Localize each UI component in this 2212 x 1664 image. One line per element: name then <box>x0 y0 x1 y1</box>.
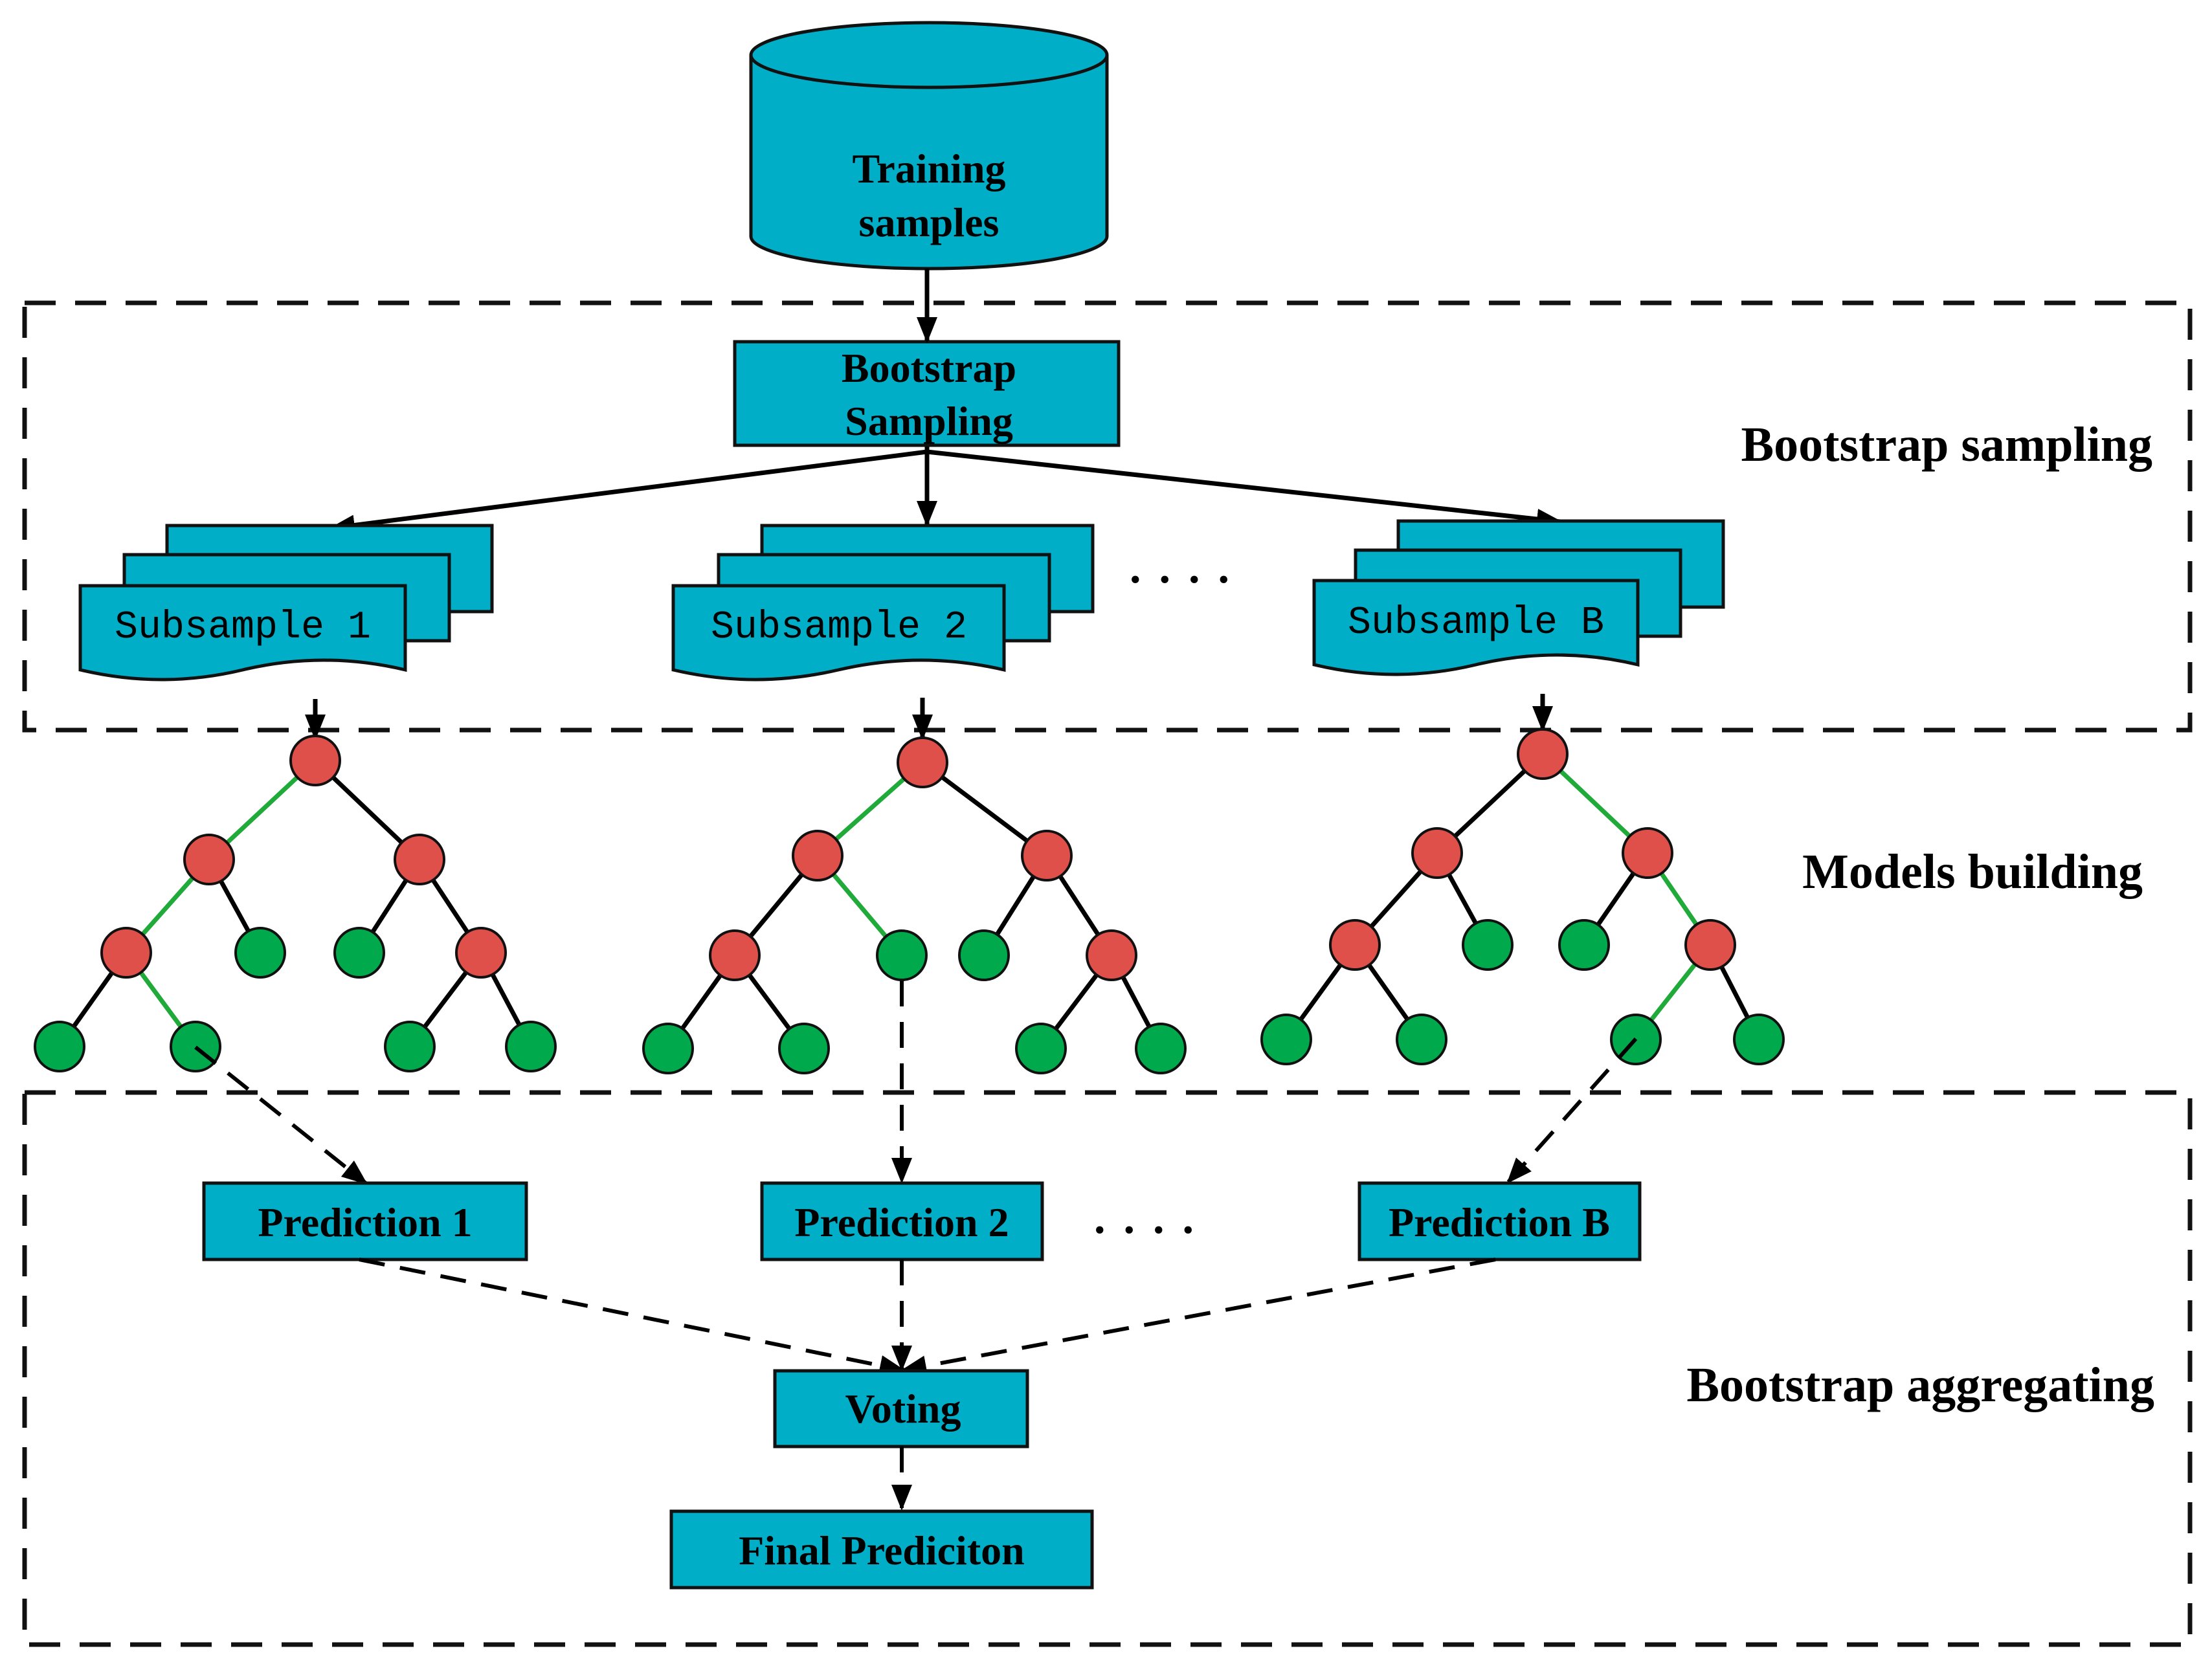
subsample-1-label: Subsample 1 <box>115 606 371 650</box>
tree-b <box>1260 728 1785 1065</box>
tree-1-leaf-node-10 <box>505 1021 557 1072</box>
decision-trees <box>34 728 1785 1074</box>
tree-2-split-node-0 <box>897 737 948 788</box>
training-samples-database: Training samples <box>749 21 1109 271</box>
prediction-1-label: Prediction 1 <box>258 1199 472 1245</box>
training-samples-label-2: samples <box>859 199 1000 245</box>
tree-b-split-node-6 <box>1684 919 1736 971</box>
bootstrap-box-label-1: Bootstrap <box>842 345 1016 391</box>
prediction-b-label: Prediction B <box>1389 1199 1610 1245</box>
tree-2-leaf-node-8 <box>778 1023 830 1074</box>
tree-b-split-node-3 <box>1329 919 1381 971</box>
training-samples-label-1: Training <box>852 146 1005 192</box>
tree-1-split-node-1 <box>183 834 235 885</box>
subsample-b-stack: Subsample B <box>1312 519 1725 676</box>
arrow-prediction-b-to-voting <box>900 1258 1496 1377</box>
prediction-ellipsis: .... <box>1094 1193 1212 1243</box>
tree-1 <box>34 735 557 1072</box>
tree-1-split-node-6 <box>455 927 507 979</box>
tree-1-leaf-node-8 <box>170 1021 221 1072</box>
arrow-tree-1-to-prediction-1 <box>194 1045 368 1185</box>
bootstrap-sampling-box: Bootstrap Sampling <box>733 340 1121 447</box>
tree-b-leaf-node-10 <box>1733 1014 1785 1065</box>
arrow-bootstrap-to-subsample-b <box>926 449 1563 529</box>
prediction-b-box: Prediction B <box>1357 1181 1642 1261</box>
subsample-2-label: Subsample 2 <box>711 606 967 650</box>
section-label-bootstrap-aggregating: Bootstrap aggregating <box>1686 1358 2154 1412</box>
prediction-1-box: Prediction 1 <box>202 1181 528 1261</box>
tree-2-leaf-node-9 <box>1015 1023 1067 1074</box>
tree-1-leaf-node-4 <box>234 927 286 979</box>
bootstrap-box-label-2: Sampling <box>845 398 1013 444</box>
tree-2-split-node-3 <box>709 929 761 981</box>
voting-label: Voting <box>845 1386 961 1432</box>
tree-2-leaf-node-5 <box>958 929 1010 981</box>
tree-b-leaf-node-5 <box>1558 919 1610 971</box>
voting-box: Voting <box>773 1369 1029 1448</box>
tree-2-leaf-node-10 <box>1135 1023 1187 1074</box>
tree-2-split-node-6 <box>1086 929 1137 981</box>
tree-2 <box>642 737 1187 1074</box>
tree-b-split-node-2 <box>1622 827 1673 879</box>
subsample-2-stack: Subsample 2 <box>671 524 1095 682</box>
final-prediction-label: Final Prediciton <box>739 1527 1024 1573</box>
prediction-2-label: Prediction 2 <box>794 1199 1009 1245</box>
subsample-ellipsis: .... <box>1130 543 1247 593</box>
tree-b-split-node-1 <box>1411 827 1463 879</box>
section-label-models-building: Models building <box>1802 845 2143 899</box>
tree-2-split-node-2 <box>1021 830 1073 882</box>
subsample-b-label: Subsample B <box>1348 601 1604 645</box>
arrow-prediction-1-to-voting <box>359 1258 906 1376</box>
arrow-bootstrap-to-subsample-1 <box>329 449 928 536</box>
tree-1-split-node-0 <box>289 735 341 786</box>
tree-1-leaf-node-9 <box>384 1021 436 1072</box>
sampling-section-frame <box>22 300 2193 733</box>
tree-b-leaf-node-7 <box>1260 1014 1312 1065</box>
tree-2-leaf-node-4 <box>876 929 928 981</box>
final-prediction-box: Final Prediciton <box>669 1509 1094 1590</box>
tree-b-leaf-node-4 <box>1462 919 1514 971</box>
section-label-bootstrap-sampling: Bootstrap sampling <box>1741 417 2152 472</box>
tree-b-split-node-0 <box>1517 728 1569 780</box>
subsample-1-stack: Subsample 1 <box>78 524 494 682</box>
tree-b-leaf-node-8 <box>1396 1014 1447 1065</box>
tree-2-split-node-1 <box>792 830 843 882</box>
arrow-tree-b-to-prediction-b <box>1506 1037 1638 1184</box>
tree-1-leaf-node-5 <box>333 927 385 979</box>
tree-2-leaf-node-7 <box>642 1023 694 1074</box>
prediction-2-box: Prediction 2 <box>760 1181 1044 1261</box>
tree-1-split-node-3 <box>100 927 152 979</box>
tree-1-leaf-node-7 <box>34 1021 85 1072</box>
tree-1-split-node-2 <box>394 834 445 885</box>
aggregating-section-frame <box>22 1090 2193 1647</box>
